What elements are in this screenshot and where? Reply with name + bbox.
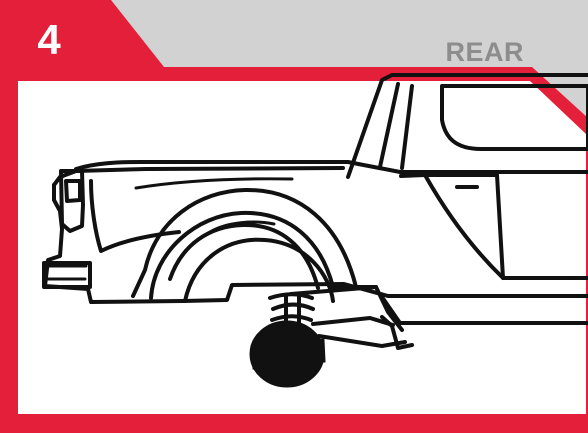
door-crease	[425, 175, 503, 278]
cab-window-outline	[442, 86, 588, 149]
cab-pillar	[380, 84, 398, 167]
step-number: 4	[18, 18, 80, 62]
view-label: REAR	[445, 38, 524, 66]
rocker-panel	[382, 297, 588, 323]
suspension-link-lower	[319, 336, 405, 346]
cab-roof-outline	[348, 75, 588, 177]
taillight-inner	[66, 181, 80, 201]
cab-pillar-inner	[402, 86, 412, 168]
suspension-link-upper	[313, 318, 393, 325]
bed-rail-detail	[136, 179, 292, 188]
lifted-wheel-hub	[251, 322, 324, 386]
fender-flare-edge	[133, 190, 356, 296]
cab-door-line	[401, 175, 588, 278]
body-lower-line	[183, 284, 588, 301]
bed-side-line	[91, 181, 179, 251]
